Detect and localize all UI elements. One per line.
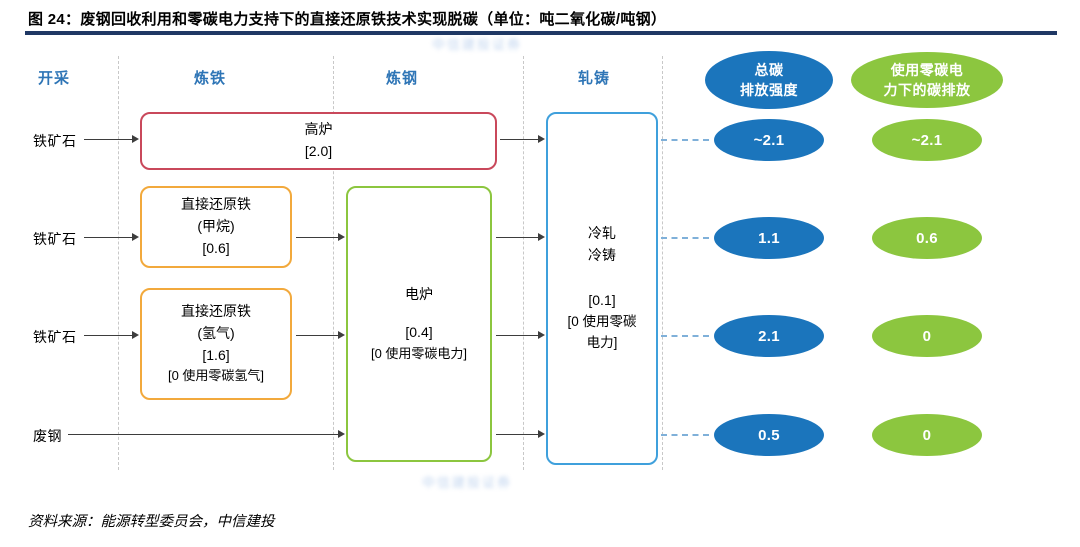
total-emission-oval-3: 2.1	[714, 315, 824, 357]
zero-carbon-header-oval: 使用零碳电 力下的碳排放	[851, 52, 1003, 108]
eaf-name: 电炉	[405, 286, 433, 303]
watermark-bottom: 中信建投证券	[422, 475, 513, 490]
arrow-scrap-to-eaf	[68, 430, 345, 439]
dashed-connector-row1	[661, 139, 709, 141]
dri-methane-name: 直接还原铁	[181, 196, 251, 213]
row-label-iron-ore-2: 铁矿石	[33, 231, 77, 247]
column-separator-2	[333, 56, 334, 470]
rolling-note-line2: 电力]	[586, 335, 618, 351]
zero-carbon-oval-3: 0	[872, 315, 982, 357]
arrow-eaf-to-rolling-3	[496, 430, 545, 439]
zero-carbon-oval-1: ~2.1	[872, 119, 982, 161]
blast-furnace-box: 高炉 [2.0]	[140, 112, 497, 170]
dri-hydrogen-fuel: (氢气)	[197, 325, 235, 342]
column-separator-1	[118, 56, 119, 470]
dri-hydrogen-value: [1.6]	[202, 346, 230, 363]
blast-furnace-value: [2.0]	[304, 143, 333, 159]
zero-carbon-oval-4: 0	[872, 414, 982, 456]
zero-carbon-header-line2: 力下的碳排放	[883, 82, 971, 98]
row-label-iron-ore-3: 铁矿石	[33, 329, 77, 345]
total-emission-oval-2: 1.1	[714, 217, 824, 259]
row-label-scrap-steel: 废钢	[33, 428, 62, 444]
dri-hydrogen-note: [0 使用零碳氢气]	[167, 368, 265, 384]
dri-methane-box: 直接还原铁 (甲烷) [0.6]	[140, 186, 292, 268]
total-emission-header-oval: 总碳 排放强度	[705, 51, 833, 109]
arrow-ore-to-dri-methane	[84, 233, 139, 242]
dashed-connector-row4	[661, 434, 709, 436]
column-header-rolling: 轧铸	[578, 70, 611, 87]
arrow-dri-hydrogen-to-eaf	[296, 331, 345, 340]
rolling-box: 冷轧 冷铸 [0.1] [0 使用零碳 电力]	[546, 112, 658, 465]
arrow-eaf-to-rolling-1	[496, 233, 545, 242]
arrow-ore-to-blast-furnace	[84, 135, 139, 144]
total-emission-header-line1: 总碳	[754, 61, 784, 78]
dri-methane-value: [0.6]	[202, 239, 230, 256]
column-header-steelmaking: 炼钢	[386, 70, 419, 87]
arrow-dri-methane-to-eaf	[296, 233, 345, 242]
figure-title: 图 24：废钢回收利用和零碳电力支持下的直接还原铁技术实现脱碳（单位：吨二氧化碳…	[28, 11, 667, 28]
total-emission-oval-1: ~2.1	[714, 119, 824, 161]
column-separator-4	[662, 56, 663, 470]
dashed-connector-row3	[661, 335, 709, 337]
total-emission-oval-4: 0.5	[714, 414, 824, 456]
column-separator-3	[523, 56, 524, 470]
source-note: 资料来源：能源转型委员会，中信建投	[28, 514, 275, 530]
rolling-name-line2: 冷铸	[588, 246, 616, 263]
rolling-value: [0.1]	[588, 292, 616, 309]
arrow-ore-to-dri-hydrogen	[84, 331, 139, 340]
arrow-blast-furnace-to-rolling	[500, 135, 545, 144]
column-header-ironmaking: 炼铁	[194, 70, 227, 87]
row-label-iron-ore-1: 铁矿石	[33, 133, 77, 149]
title-divider	[25, 31, 1057, 35]
rolling-note-line1: [0 使用零碳	[567, 314, 637, 330]
watermark-top: 中信建投证券	[432, 37, 523, 52]
blast-furnace-name: 高炉	[304, 121, 333, 138]
dri-hydrogen-box: 直接还原铁 (氢气) [1.6] [0 使用零碳氢气]	[140, 288, 292, 400]
zero-carbon-header-line1: 使用零碳电	[890, 61, 964, 78]
total-emission-header-line2: 排放强度	[740, 82, 798, 98]
eaf-box: 电炉 [0.4] [0 使用零碳电力]	[346, 186, 492, 462]
rolling-name-line1: 冷轧	[588, 225, 616, 242]
dri-methane-fuel: (甲烷)	[197, 218, 235, 235]
arrow-eaf-to-rolling-2	[496, 331, 545, 340]
zero-carbon-oval-2: 0.6	[872, 217, 982, 259]
eaf-value: [0.4]	[405, 323, 433, 340]
dashed-connector-row2	[661, 237, 709, 239]
column-header-mining: 开采	[38, 70, 71, 87]
eaf-note: [0 使用零碳电力]	[370, 345, 468, 361]
dri-hydrogen-name: 直接还原铁	[181, 303, 251, 320]
